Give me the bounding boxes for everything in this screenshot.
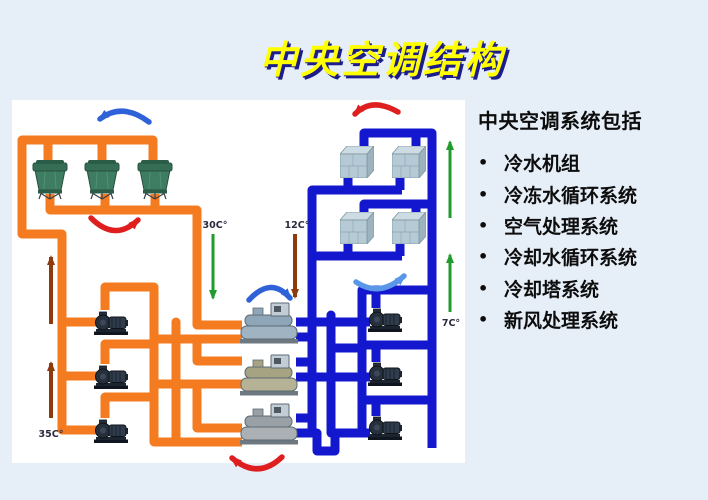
circulation-arrow-red [88,102,401,472]
bullet-icon: • [478,215,489,235]
water-pump-icon [94,311,128,335]
list-item: • 冷冻水循环系统 [478,178,704,209]
temp-label-12c: 12C° [285,220,310,231]
water-pump-icon [368,362,402,386]
list-item-label: 新风处理系统 [504,310,619,333]
list-item: • 新风处理系统 [478,304,704,335]
air-handling-unit-icon [392,212,426,244]
list-item: • 冷却水循环系统 [478,241,704,272]
air-handling-unit-icon [340,212,374,244]
air-handling-unit-icon [340,146,374,178]
temperature-labels: 30C° 12C° 35C° 7C° [39,220,461,440]
list-item-label: 冷水机组 [504,153,581,176]
chiller-unit-icon [240,302,298,344]
water-pump-icon [94,365,128,389]
overview-heading: 中央空调系统包括 [478,109,642,133]
temp-label-7c: 7C° [442,318,460,329]
list-item: • 冷水机组 [478,147,704,178]
temp-label-35c: 35C° [39,429,64,440]
list-item-label: 冷却塔系统 [504,278,600,301]
flow-arrows-brown [47,234,299,418]
chiller-unit-icon [240,354,298,396]
water-pump-icon [368,416,402,440]
list-item: • 空气处理系统 [478,210,704,241]
circulation-arrow-blue [97,108,293,303]
list-item-label: 冷却水循环系统 [504,247,638,270]
chiller-unit-icon [240,403,298,445]
cooling-tower-icon [84,160,120,200]
list-item-label: 冷冻水循环系统 [504,184,638,207]
list-item: • 冷却塔系统 [478,273,704,304]
condenser-water-pipes [17,135,242,447]
bullet-icon: • [478,153,489,173]
water-pump-icon [94,419,128,443]
page-title: 中央空调结构 [258,38,505,82]
bullet-icon: • [478,278,489,298]
hvac-system-diagram: 30C° 12C° 35C° 7C° [17,102,461,472]
list-item-label: 空气处理系统 [504,215,619,238]
flow-arrows-green [209,140,454,312]
bullet-icon: • [478,184,489,204]
cooling-tower-icon [137,160,173,200]
cooling-tower-icon [32,160,68,200]
water-pump-icon [368,308,402,332]
system-overview: 中央空调系统包括 • 冷水机组 • 冷冻水循环系统 • 空气处理系统 • 冷却水循环系统… [478,105,704,335]
air-handling-unit-icon [392,146,426,178]
overview-list: • 冷水机组 • 冷冻水循环系统 • 空气处理系统 • 冷却水循环系统 • 冷却塔系统 •… [478,147,704,335]
temp-label-30c: 30C° [203,220,228,231]
bullet-icon: • [478,310,489,330]
chilled-water-pipes [296,128,437,456]
bullet-icon: • [478,247,489,267]
circulation-arrow-light-blue [353,273,407,292]
